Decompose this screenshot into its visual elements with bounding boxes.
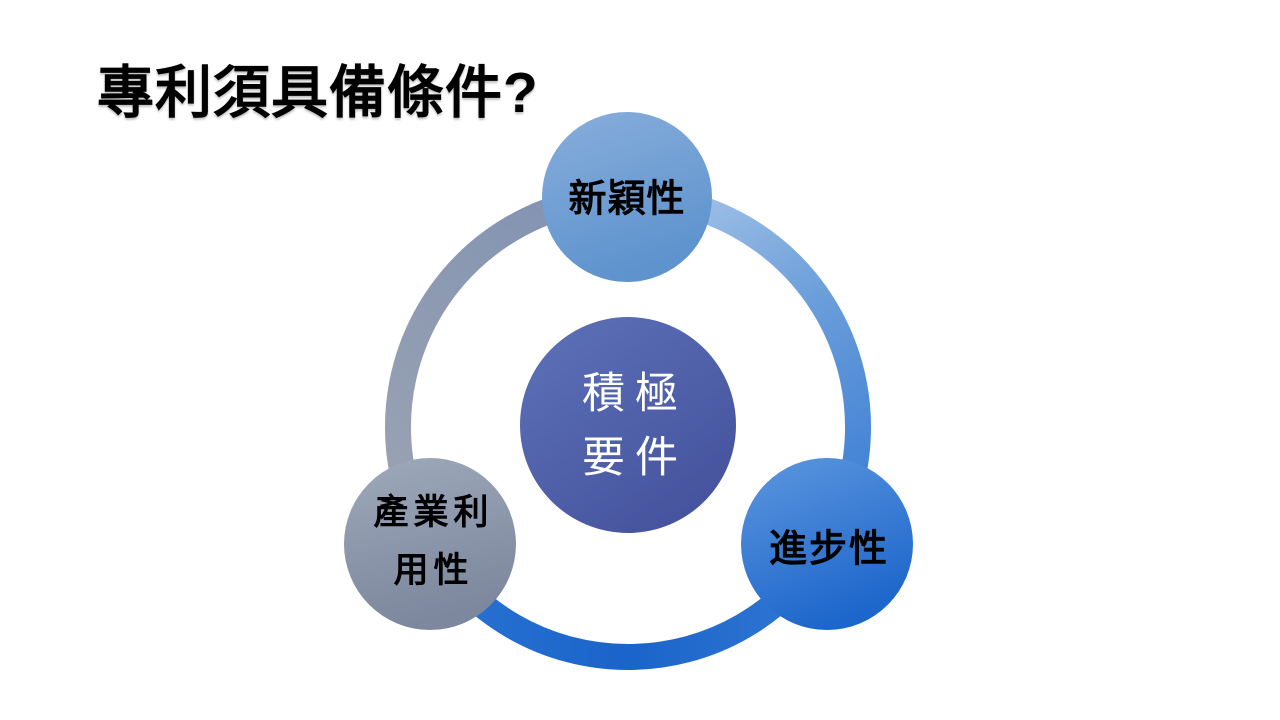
center-circle-positive-requirements — [520, 317, 736, 533]
slide-title: 專利須具備條件? — [97, 61, 539, 125]
industrial-label-line-1: 產業利 — [373, 493, 494, 532]
node-label-industrial-applicability: 產業利 用性 — [368, 484, 493, 600]
node-circle-inventive-step — [741, 458, 913, 630]
center-label-line-2: 要件 — [582, 434, 688, 482]
node-circle-novelty — [542, 112, 712, 282]
industrial-label-line-2: 用性 — [393, 551, 474, 590]
node-label-inventive-step: 進步性 — [768, 528, 890, 571]
center-label-line-1: 積極 — [582, 370, 688, 418]
node-label-novelty: 新穎性 — [568, 178, 686, 221]
node-circle-industrial-applicability — [344, 458, 516, 630]
center-label-positive-requirements: 積極 要件 — [572, 362, 688, 490]
